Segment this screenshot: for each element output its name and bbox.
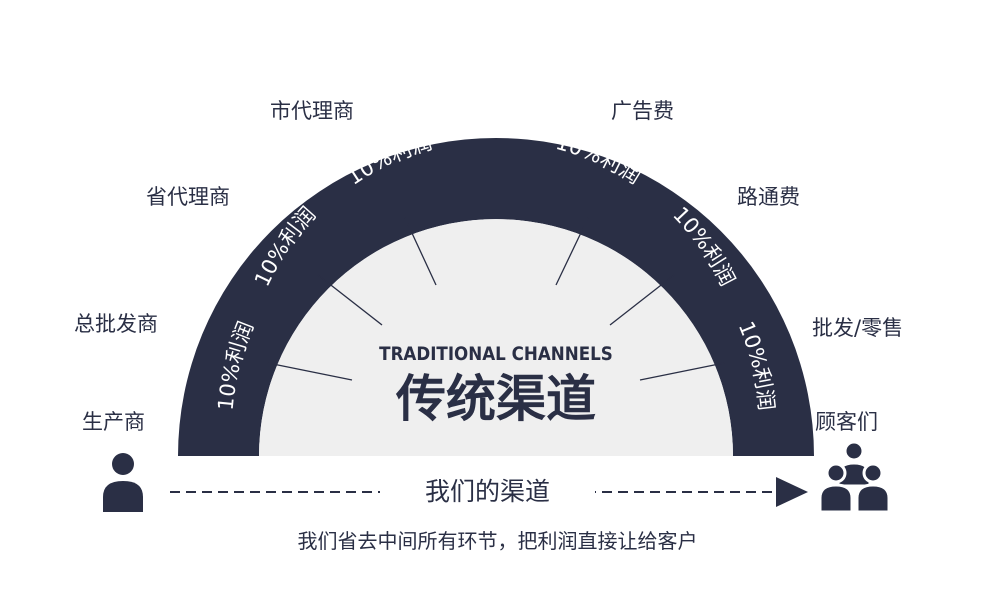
inner-semicircle xyxy=(259,219,733,456)
stage-label-wholesale-retail: 批发/零售 xyxy=(812,316,904,340)
center-title-en: TRADITIONAL CHANNELS xyxy=(379,343,613,365)
group-icon xyxy=(818,440,891,514)
stage-label-provincial-agent: 省代理商 xyxy=(146,185,230,209)
our-channel-label: 我们的渠道 xyxy=(380,479,595,504)
stage-label-general-wholesaler: 总批发商 xyxy=(74,312,158,336)
bottom-caption: 我们省去中间所有环节，把利润直接让给客户 xyxy=(297,529,698,553)
outer-arc-band xyxy=(178,138,814,456)
person-icon xyxy=(103,453,143,512)
stage-label-advertising-fee: 广告费 xyxy=(611,99,674,123)
center-title-cn: 传统渠道 xyxy=(395,370,596,428)
stage-label-customers: 顾客们 xyxy=(815,410,878,434)
radial-lines xyxy=(267,217,725,381)
stage-label-road-fee: 路通费 xyxy=(737,185,800,209)
stage-label-producer: 生产商 xyxy=(82,410,145,434)
stage-label-city-agent: 市代理商 xyxy=(270,99,354,123)
arrow-right-icon xyxy=(776,477,808,507)
